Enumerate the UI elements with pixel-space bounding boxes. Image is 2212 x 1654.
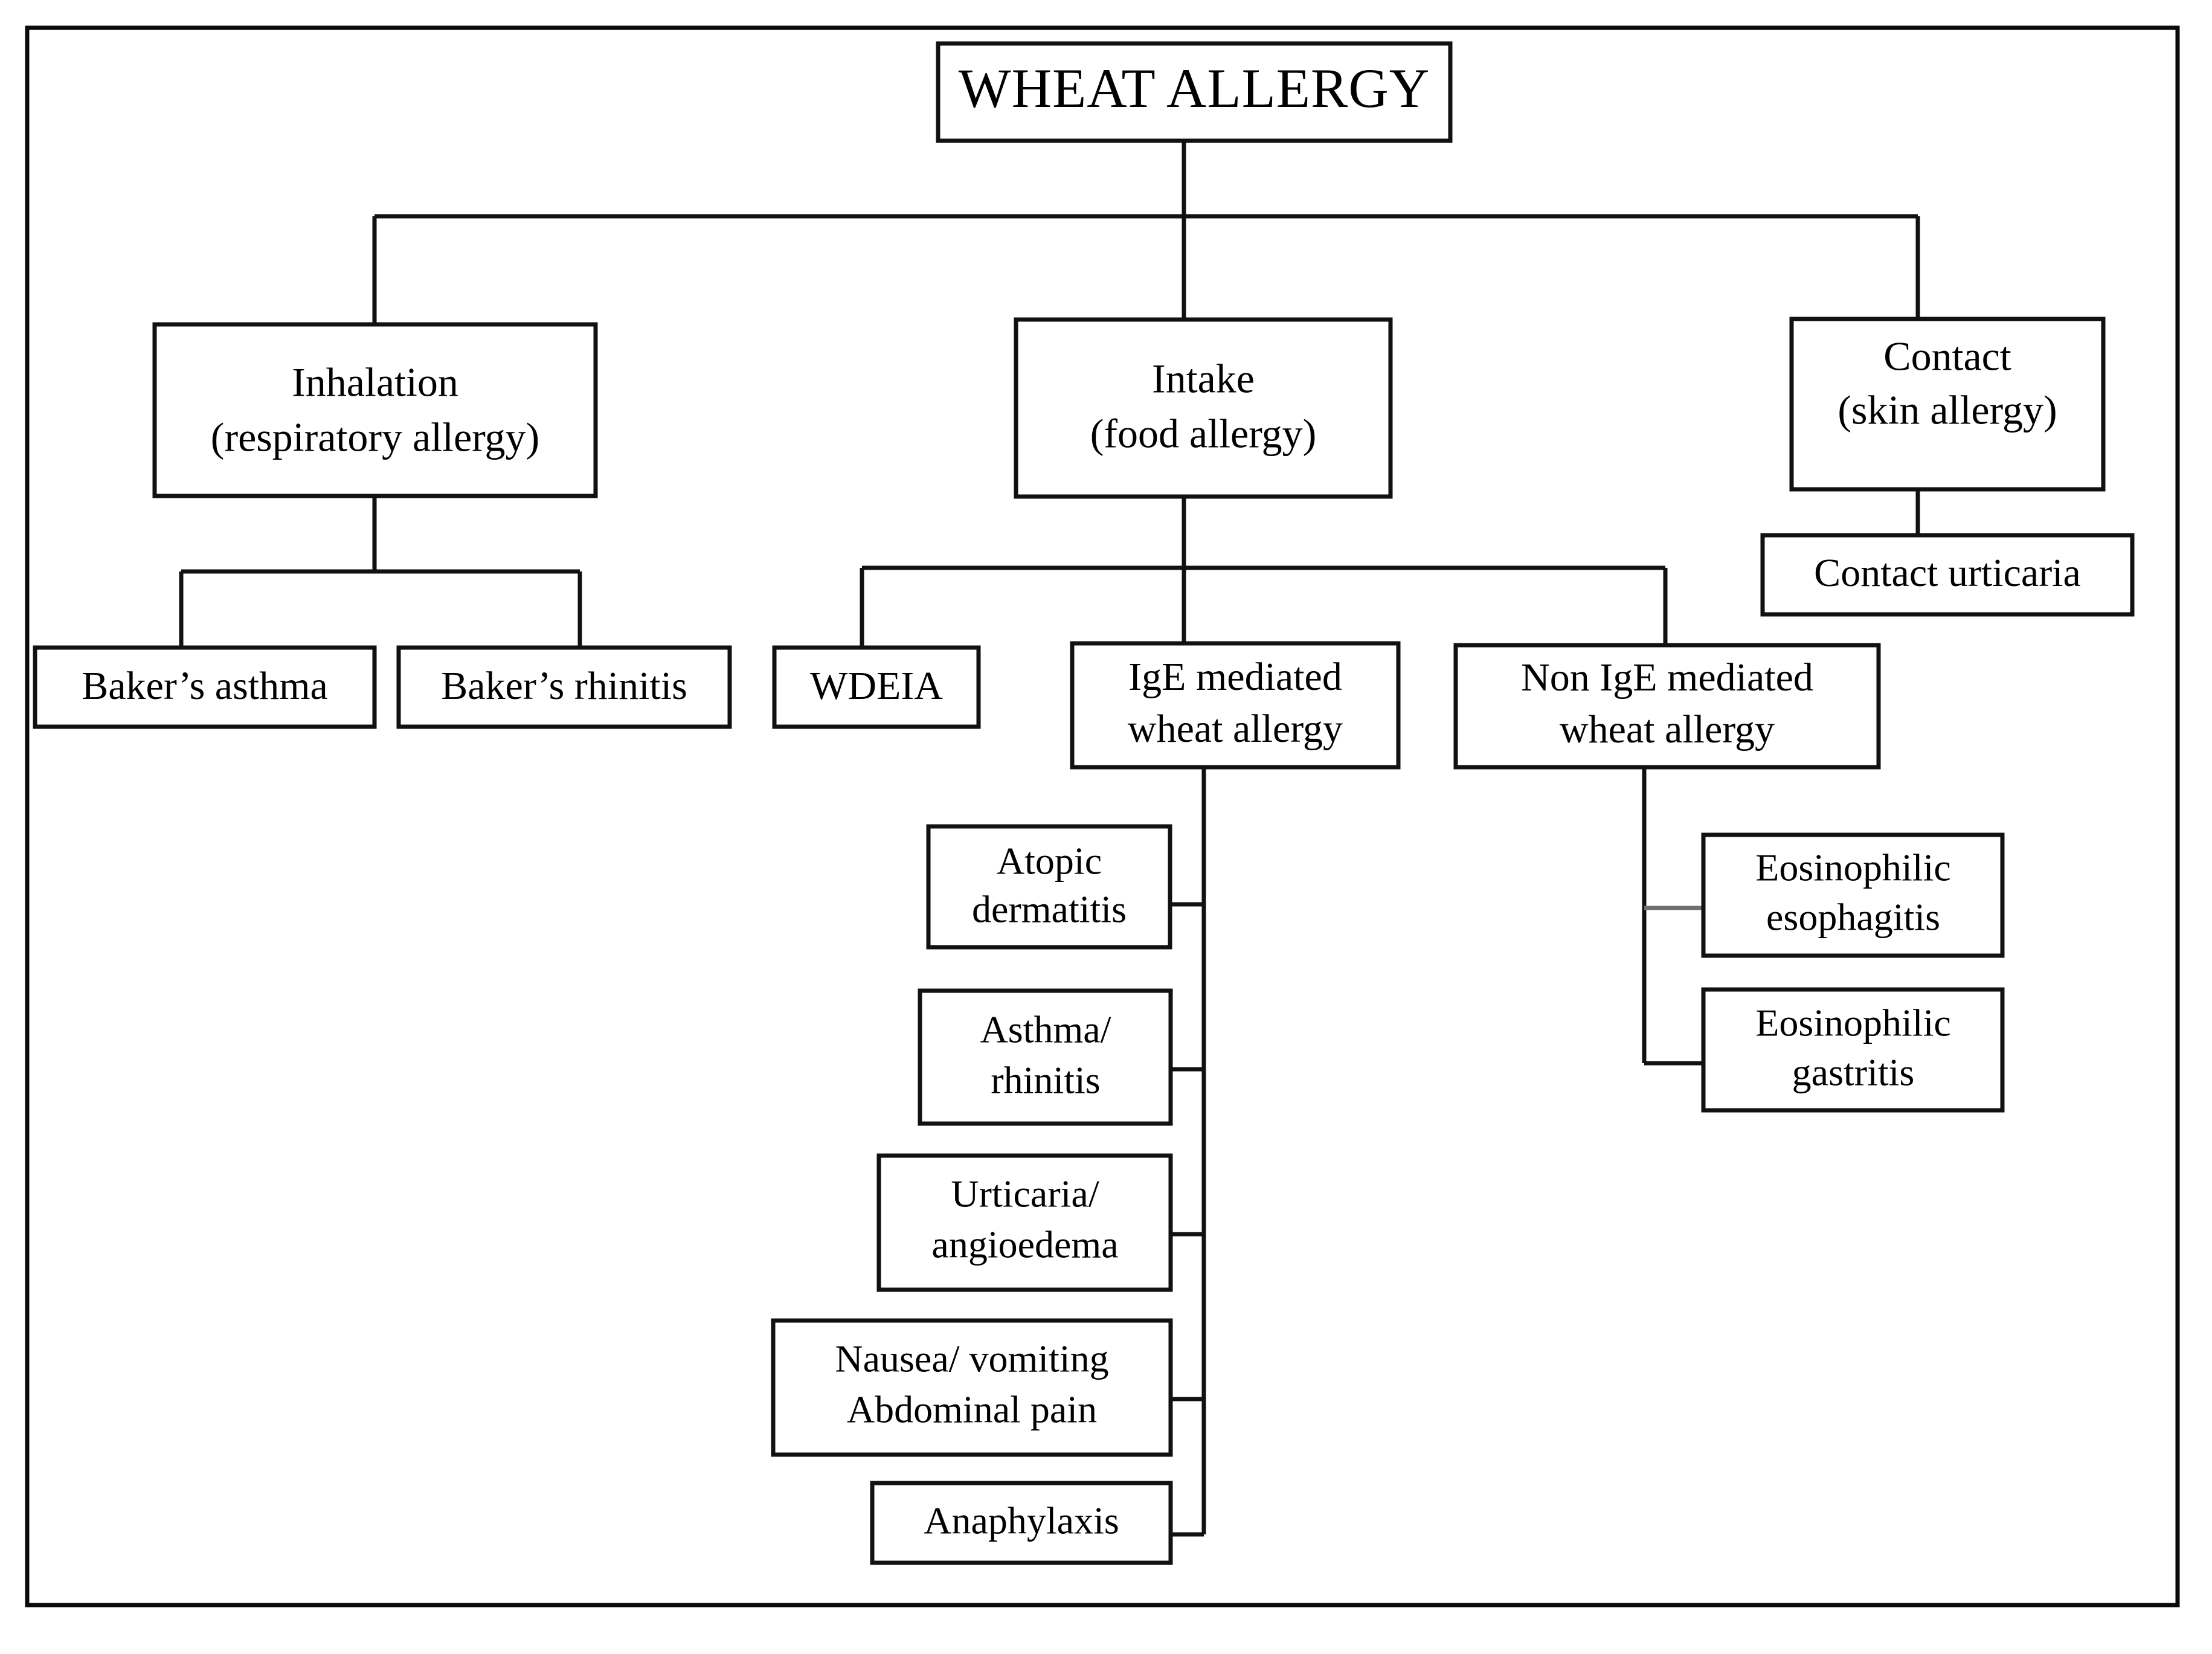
node-contact-label-line2: (skin allergy): [1837, 387, 2057, 433]
node-bakers-asthma-label: Baker’s asthma: [82, 664, 328, 708]
node-bakers-asthma[interactable]: Baker’s asthma: [33, 645, 377, 729]
node-contact-urticaria[interactable]: Contact urticaria: [1760, 533, 2135, 617]
connector-group: [179, 141, 1920, 1537]
node-inhalation-label-line1: Inhalation: [292, 359, 458, 405]
node-inhalation[interactable]: Inhalation (respiratory allergy): [152, 322, 598, 498]
node-ige-mediated-label-line1: IgE mediated: [1128, 655, 1342, 699]
node-intake-label-line1: Intake: [1152, 356, 1255, 402]
node-wheat-allergy[interactable]: WHEAT ALLERGY: [936, 41, 1453, 143]
node-nausea-vomiting-label-line1: Nausea/ vomiting: [835, 1337, 1108, 1380]
node-urticaria-angioedema[interactable]: Urticaria/ angioedema: [876, 1153, 1173, 1292]
node-intake[interactable]: Intake (food allergy): [1014, 317, 1393, 499]
node-ige-mediated-box[interactable]: [1070, 641, 1401, 770]
node-nausea-vomiting-label-line2: Abdominal pain: [847, 1388, 1097, 1431]
node-eosinophilic-gastritis-label-line2: gastritis: [1792, 1051, 1915, 1094]
node-nausea-vomiting[interactable]: Nausea/ vomiting Abdominal pain: [771, 1318, 1173, 1457]
node-atopic-dermatitis[interactable]: Atopic dermatitis: [926, 824, 1172, 950]
node-non-ige-mediated-label-line1: Non IgE mediated: [1521, 655, 1813, 700]
node-non-ige-mediated[interactable]: Non IgE mediated wheat allergy: [1453, 643, 1881, 770]
node-asthma-rhinitis-label-line1: Asthma/: [980, 1008, 1111, 1051]
node-wheat-allergy-label: WHEAT ALLERGY: [959, 57, 1430, 119]
node-contact-urticaria-label: Contact urticaria: [1814, 551, 2081, 595]
node-nausea-vomiting-box[interactable]: [771, 1318, 1173, 1457]
node-bakers-rhinitis-label: Baker’s rhinitis: [441, 664, 687, 708]
node-urticaria-angioedema-box[interactable]: [876, 1153, 1173, 1292]
node-anaphylaxis-label: Anaphylaxis: [924, 1499, 1119, 1542]
node-eosinophilic-esophagitis[interactable]: Eosinophilic esophagitis: [1701, 832, 2005, 958]
outer-frame: [25, 25, 2180, 1607]
node-wdeia-box[interactable]: [772, 645, 981, 729]
node-eosinophilic-gastritis-box[interactable]: [1701, 987, 2005, 1113]
node-contact-urticaria-box[interactable]: [1760, 533, 2135, 617]
node-ige-mediated-label-line2: wheat allergy: [1128, 707, 1343, 751]
node-contact[interactable]: Contact (skin allergy): [1789, 317, 2106, 492]
node-asthma-rhinitis[interactable]: Asthma/ rhinitis: [918, 988, 1173, 1126]
node-anaphylaxis[interactable]: Anaphylaxis: [870, 1481, 1173, 1565]
node-intake-label-line2: (food allergy): [1090, 411, 1317, 457]
node-asthma-rhinitis-label-line2: rhinitis: [991, 1059, 1100, 1102]
node-non-ige-mediated-label-line2: wheat allergy: [1560, 707, 1775, 751]
node-contact-box[interactable]: [1789, 317, 2106, 492]
node-intake-box[interactable]: [1014, 317, 1393, 499]
node-inhalation-box[interactable]: [152, 322, 598, 498]
node-wdeia-label: WDEIA: [810, 664, 943, 708]
node-eosinophilic-gastritis[interactable]: Eosinophilic gastritis: [1701, 987, 2005, 1113]
node-urticaria-angioedema-label-line2: angioedema: [931, 1223, 1118, 1266]
node-atopic-dermatitis-label-line1: Atopic: [997, 840, 1102, 883]
node-bakers-rhinitis[interactable]: Baker’s rhinitis: [396, 645, 732, 729]
node-urticaria-angioedema-label-line1: Urticaria/: [951, 1173, 1099, 1215]
node-wdeia[interactable]: WDEIA: [772, 645, 981, 729]
node-atopic-dermatitis-box[interactable]: [926, 824, 1172, 950]
node-bakers-asthma-box[interactable]: [33, 645, 377, 729]
node-inhalation-label-line2: (respiratory allergy): [211, 414, 539, 460]
node-bakers-rhinitis-box[interactable]: [396, 645, 732, 729]
node-atopic-dermatitis-label-line2: dermatitis: [972, 888, 1127, 931]
node-wheat-allergy-box[interactable]: [936, 41, 1453, 143]
node-eosinophilic-esophagitis-label-line2: esophagitis: [1766, 896, 1940, 939]
node-eosinophilic-esophagitis-label-line1: Eosinophilic: [1755, 846, 1951, 889]
node-eosinophilic-gastritis-label-line1: Eosinophilic: [1755, 1002, 1951, 1044]
node-ige-mediated[interactable]: IgE mediated wheat allergy: [1070, 641, 1401, 770]
node-contact-label-line1: Contact: [1883, 333, 2011, 379]
node-eosinophilic-esophagitis-box[interactable]: [1701, 832, 2005, 958]
node-anaphylaxis-box[interactable]: [870, 1481, 1173, 1565]
node-asthma-rhinitis-box[interactable]: [918, 988, 1173, 1126]
node-non-ige-mediated-box[interactable]: [1453, 643, 1881, 770]
